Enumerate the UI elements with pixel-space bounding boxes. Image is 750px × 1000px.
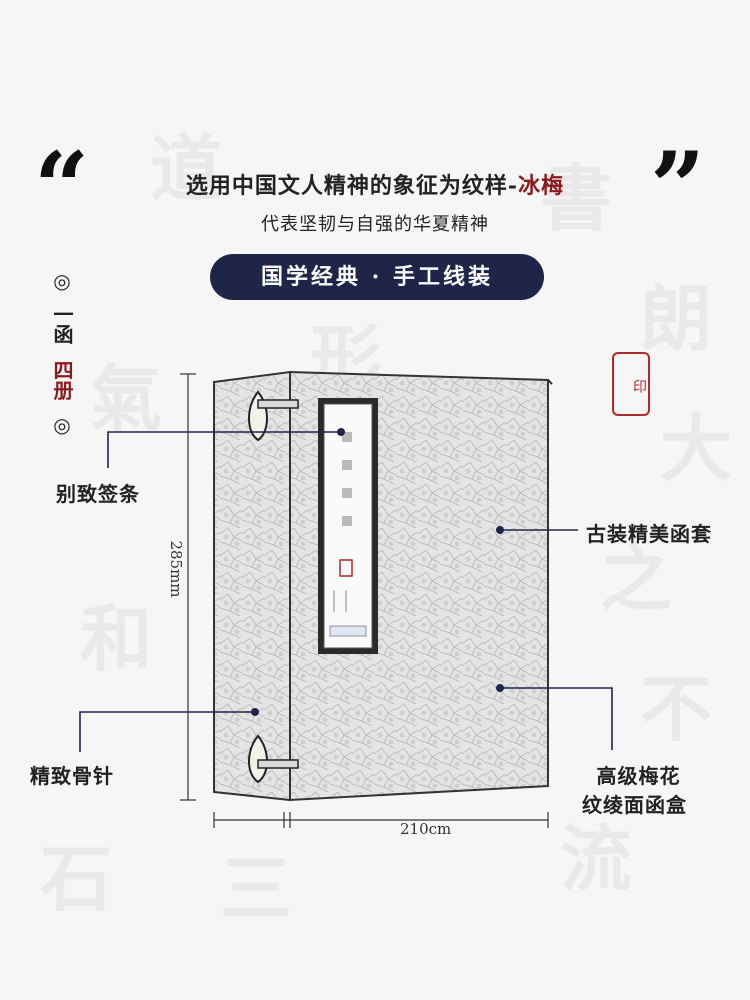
callout-fabric-line1: 高级梅花 <box>596 764 681 788</box>
background-calligraphy: 石 <box>40 836 113 921</box>
headline-accent: 冰梅 <box>518 173 565 199</box>
callout-lines <box>79 431 613 752</box>
background-calligraphy: 道 <box>150 126 223 211</box>
circle-mark-icon: ◎ <box>53 269 71 293</box>
side-label-line2: 四册 <box>50 360 74 400</box>
title-slip <box>318 398 378 654</box>
open-quote-mark: “ <box>34 131 90 244</box>
background-calligraphy: 流 <box>560 816 633 901</box>
background-calligraphy: 之 <box>600 536 673 621</box>
close-quote-mark: ” <box>650 131 706 244</box>
callout-label-slip: 别致签条 <box>56 482 140 506</box>
callout-case: 古装精美函套 <box>586 522 712 546</box>
banner-pill: 国学经典 · 手工线装 <box>210 254 544 300</box>
subheadline: 代表坚韧与自强的华夏精神 <box>261 214 489 235</box>
case-spine <box>213 370 291 802</box>
width-dimension-label: 210cm <box>400 820 452 838</box>
background-calligraphy: 大 <box>660 406 733 491</box>
bone-clasp-top <box>248 390 299 442</box>
width-dimension-line <box>213 812 549 828</box>
background-calligraphy: 不 <box>640 666 713 751</box>
headline-text: 选用中国文人精神的象征为纹样- <box>185 173 519 199</box>
background-calligraphy: 書 <box>540 156 613 241</box>
background-calligraphy: 和 <box>80 596 153 681</box>
side-label: ◎ 一函 四册 ◎ <box>44 268 80 438</box>
callout-fabric-line2: 纹绫面函盒 <box>582 793 687 817</box>
headline: 选用中国文人精神的象征为纹样-冰梅 <box>150 168 600 200</box>
background-calligraphy: 氣 <box>90 356 163 441</box>
bone-clasp-bottom <box>248 734 299 784</box>
callout-fabric: 高级梅花 纹绫面函盒 <box>582 760 687 818</box>
height-dimension-line <box>180 373 196 801</box>
seal-stamp: 印 <box>612 352 650 416</box>
circle-mark-icon: ◎ <box>53 413 71 437</box>
height-dimension-label: 285mm <box>167 540 185 598</box>
background-calligraphy: 朗 <box>640 276 713 361</box>
background-calligraphy: 三 <box>220 846 293 931</box>
callout-dots <box>251 428 504 716</box>
callout-bone-clasp: 精致骨针 <box>30 764 114 788</box>
side-label-line1: 一函 <box>50 304 74 344</box>
